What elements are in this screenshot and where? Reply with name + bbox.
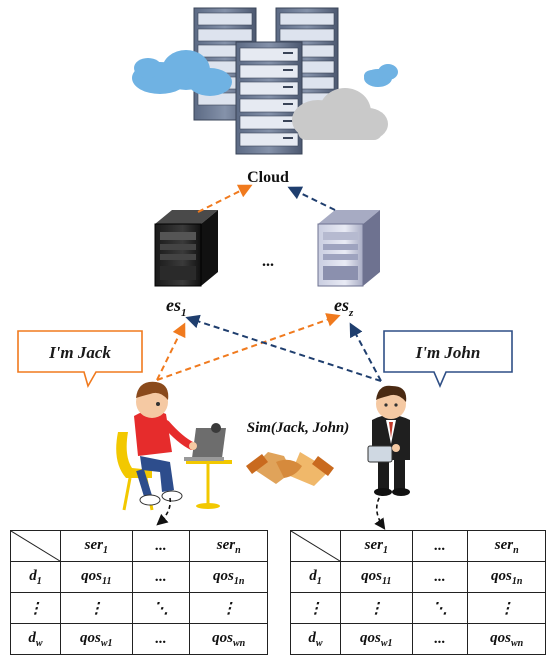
table-header-cell: ser1	[59, 530, 133, 562]
table-header-cell: sern	[189, 530, 268, 562]
arrow-john-to-table	[374, 491, 386, 530]
table-cell: ...	[411, 623, 469, 655]
edge-server-left-icon	[154, 210, 218, 287]
table-header-cell: ...	[411, 530, 469, 562]
server-rack-icon	[235, 41, 303, 155]
arrow-jack-to-edge1	[156, 322, 186, 381]
cloud-label: Cloud	[247, 169, 289, 186]
corner-diagonal	[291, 531, 340, 561]
table-header-cell: ...	[131, 530, 191, 562]
table-corner-cell	[290, 530, 341, 562]
table-cell: ⋮	[290, 592, 341, 624]
table-row: d1 qos11 ... qos1n	[290, 561, 546, 593]
user-john-icon	[367, 385, 410, 496]
qos-table-john: ser1 ... sern d1 qos11 ... qos1n ⋮ ⋮ ⋱ ⋮…	[290, 530, 546, 655]
table-cell: qosw1	[339, 623, 413, 655]
table-row: d1 qos11 ... qos1n	[10, 561, 268, 593]
table-cell: qos11	[339, 561, 413, 593]
similarity-label: Sim(Jack, John)	[247, 420, 350, 436]
table-row: dw qosw1 ... qoswn	[10, 623, 268, 655]
table-cell: ⋱	[131, 592, 191, 624]
corner-diagonal	[11, 531, 60, 561]
handshake-icon	[246, 452, 334, 486]
table-cell: ⋮	[467, 592, 546, 624]
edge-server-right-icon	[317, 210, 380, 287]
table-cell: qosw1	[59, 623, 133, 655]
john-bubble-text: I'm John	[415, 343, 481, 362]
table-cell: ...	[411, 561, 469, 593]
table-cell: qos1n	[189, 561, 268, 593]
table-corner-cell	[10, 530, 61, 562]
table-header-cell: ser1	[339, 530, 413, 562]
arrow-edgez-to-cloud	[287, 186, 336, 211]
arrow-edge1-to-cloud	[197, 184, 253, 213]
table-cell: qos1n	[467, 561, 546, 593]
table-row: dw qosw1 ... qoswn	[290, 623, 546, 655]
table-cell: qos11	[59, 561, 133, 593]
arrow-jack-to-edgez	[156, 313, 341, 381]
table-cell: ⋮	[59, 592, 133, 624]
table-cell: qoswn	[467, 623, 546, 655]
arrow-john-to-edgez	[349, 322, 382, 382]
table-header-cell: sern	[467, 530, 546, 562]
cloud-datacenter-icon	[132, 7, 398, 155]
edge-ellipsis: ...	[262, 253, 274, 270]
edge-server-left-label: es1	[166, 295, 187, 319]
table-header-row: ser1 ... sern	[10, 530, 268, 562]
qos-table-jack: ser1 ... sern d1 qos11 ... qos1n ⋮ ⋮ ⋱ ⋮…	[10, 530, 268, 655]
table-cell: d1	[290, 561, 341, 593]
cloud-shape-icon	[364, 64, 398, 87]
table-row: ⋮ ⋮ ⋱ ⋮	[290, 592, 546, 624]
table-cell: ⋮	[339, 592, 413, 624]
table-cell: ⋮	[10, 592, 61, 624]
edge-server-right-label: esz	[334, 295, 354, 319]
table-cell: d1	[10, 561, 61, 593]
table-cell: dw	[10, 623, 61, 655]
cloud-shape-icon	[132, 50, 232, 96]
table-header-row: ser1 ... sern	[290, 530, 546, 562]
table-cell: ⋮	[189, 592, 268, 624]
cloud-shape-icon	[292, 88, 388, 140]
table-cell: ...	[131, 623, 191, 655]
speech-bubble-john: I'm John	[383, 330, 513, 389]
table-cell: dw	[290, 623, 341, 655]
table-cell: qoswn	[189, 623, 268, 655]
speech-bubble-jack: I'm Jack	[17, 330, 143, 389]
table-cell: ⋱	[411, 592, 469, 624]
user-jack-icon	[116, 381, 232, 511]
arrow-john-to-edge1	[185, 314, 382, 382]
table-cell: ...	[131, 561, 191, 593]
arrow-jack-to-table	[156, 497, 172, 526]
table-row: ⋮ ⋮ ⋱ ⋮	[10, 592, 268, 624]
jack-bubble-text: I'm Jack	[48, 343, 111, 362]
